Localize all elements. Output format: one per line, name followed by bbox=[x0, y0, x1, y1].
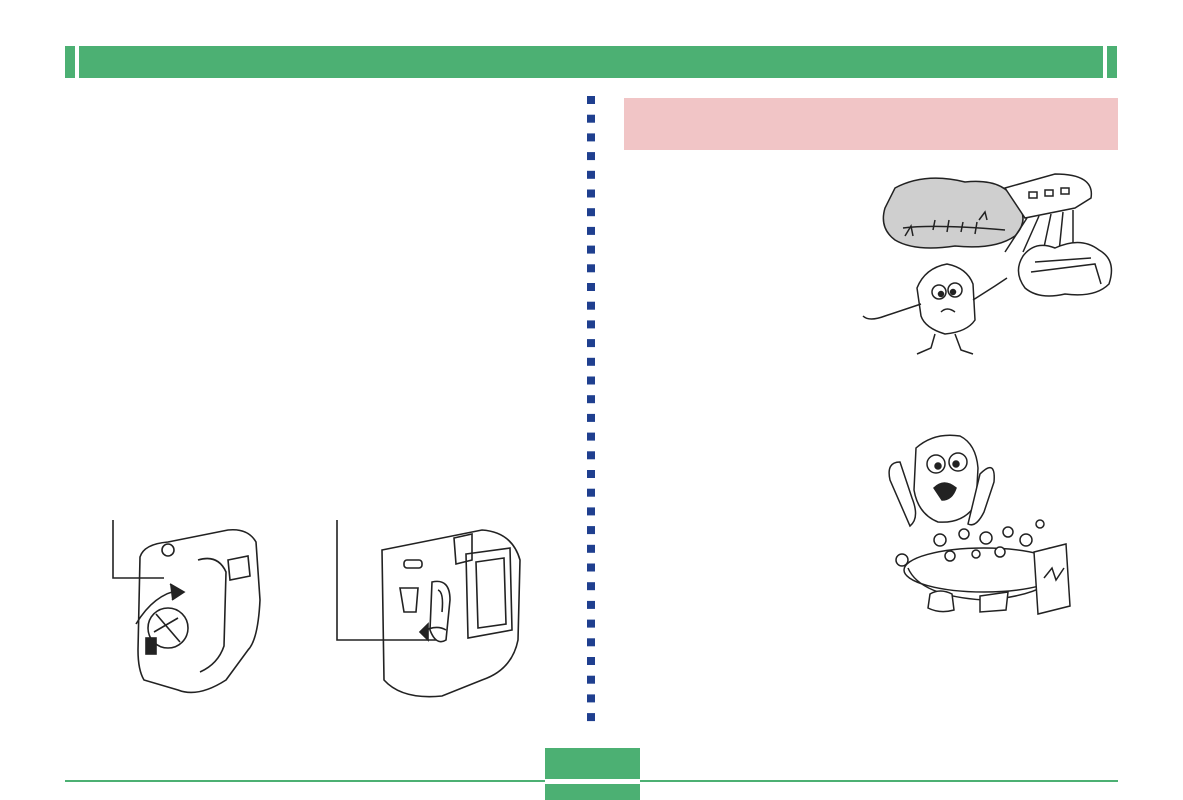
header-bar bbox=[65, 46, 1117, 78]
camera-right-illustration bbox=[336, 520, 521, 698]
footer-rule-left bbox=[65, 780, 545, 782]
section-header-box bbox=[624, 98, 1118, 150]
camera-character-thinking-illustration bbox=[862, 173, 1113, 355]
camera-left-illustration bbox=[112, 520, 261, 694]
header-bar-right-cap bbox=[1107, 46, 1117, 78]
page-number-tab bbox=[545, 748, 640, 779]
camera-character-washing-illustration bbox=[888, 434, 1071, 615]
page-number-tab-base bbox=[545, 784, 640, 800]
footer-rule-right bbox=[640, 780, 1118, 782]
header-bar-left-cap bbox=[65, 46, 75, 78]
column-divider bbox=[587, 96, 595, 722]
header-bar-main bbox=[79, 46, 1103, 78]
